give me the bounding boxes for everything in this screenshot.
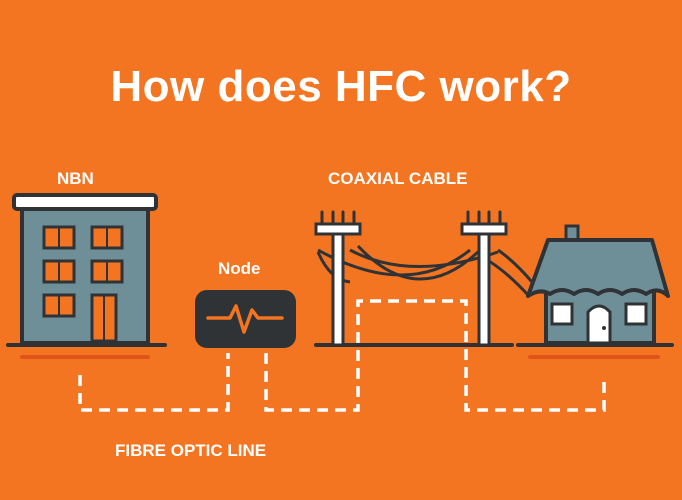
fibre-optic-line-label: FIBRE OPTIC LINE — [115, 441, 267, 460]
page-title: How does HFC work? — [110, 62, 572, 111]
coaxial-cable-label: COAXIAL CABLE — [328, 169, 468, 188]
building-icon — [12, 193, 158, 345]
utility-pole-icon — [314, 210, 534, 347]
fibre-optic-line — [78, 299, 606, 412]
house-icon — [526, 224, 670, 345]
ground-lines — [6, 343, 674, 359]
node-pulse-icon — [195, 290, 296, 348]
nbn-label: NBN — [57, 169, 94, 188]
node-label: Node — [218, 259, 261, 278]
